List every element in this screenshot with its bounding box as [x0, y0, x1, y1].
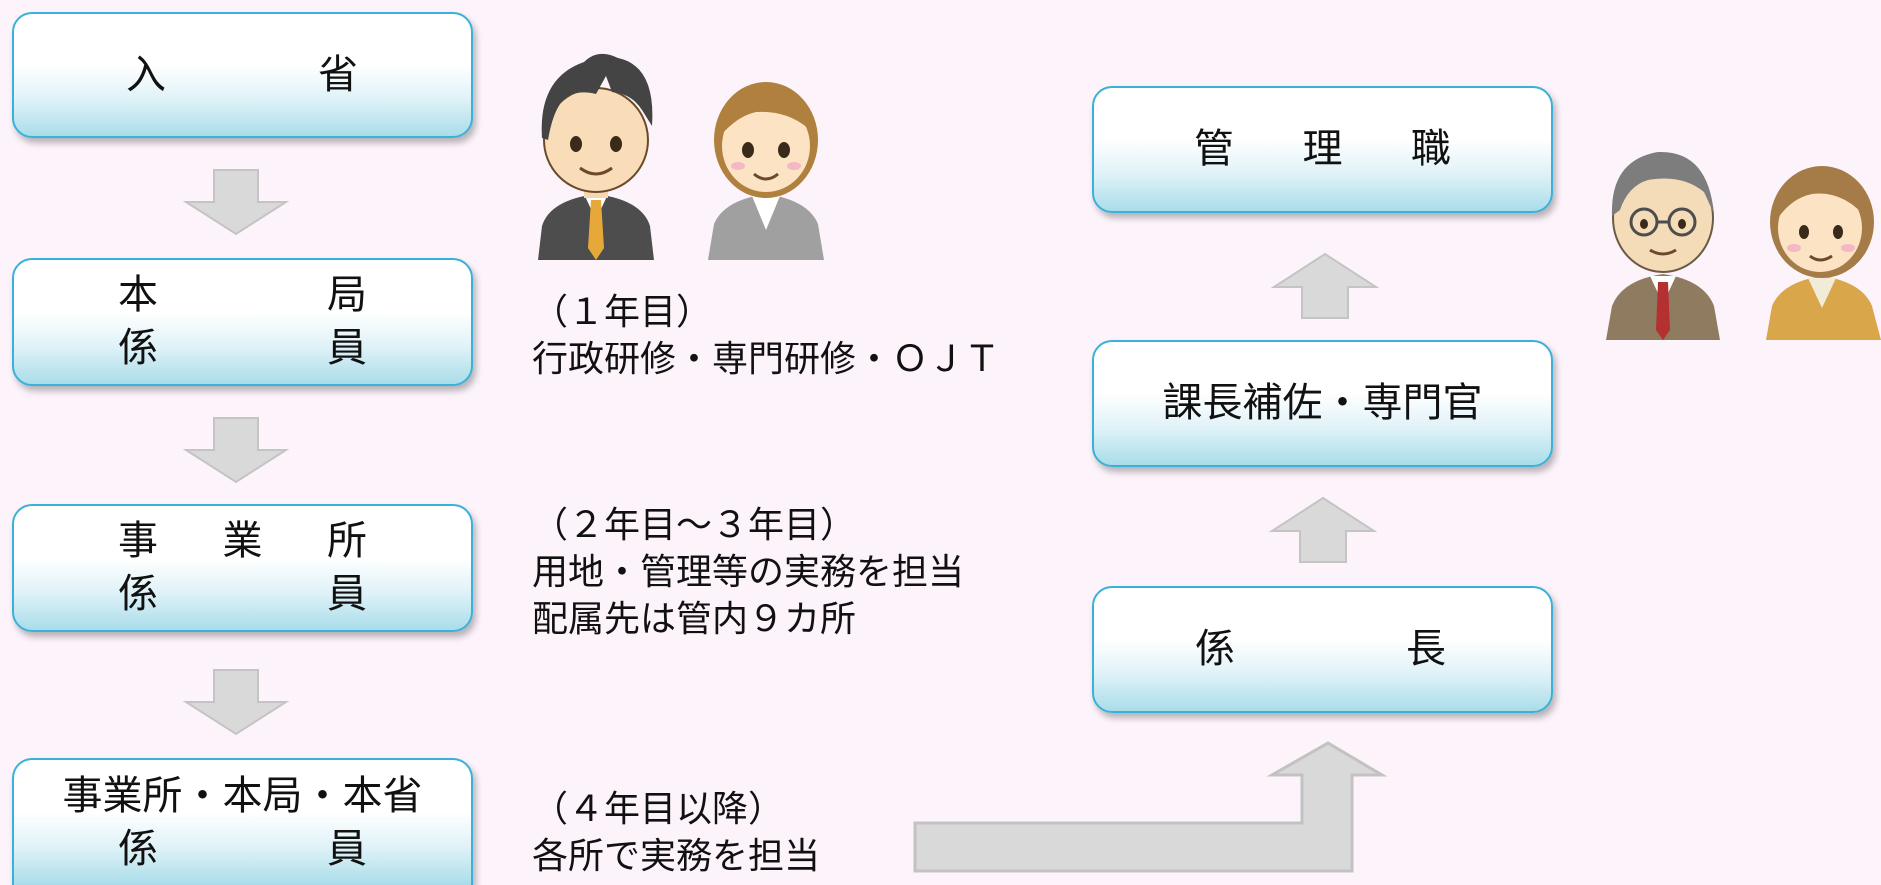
- office-char-1: 事: [118, 518, 158, 565]
- year1-period: （１年目）: [532, 292, 713, 333]
- up-arrow-icon: [1268, 496, 1378, 563]
- year4-detail: 各所で実務を担当: [532, 836, 821, 877]
- staff-char-2: 員: [327, 571, 367, 617]
- manager-char-1: 管: [1194, 126, 1234, 173]
- deputy-box: 課長補佐・専門官: [1092, 340, 1553, 467]
- year1-detail: 行政研修・専門研修・ＯＪＴ: [532, 339, 1001, 380]
- bureau-char-1: 本: [118, 272, 158, 319]
- manager-char-3: 職: [1411, 126, 1451, 173]
- year4-period: （４年目以降）: [532, 789, 785, 830]
- down-arrow-icon: [182, 669, 290, 736]
- office-char-3: 所: [327, 518, 367, 565]
- entry-box: 入 省: [12, 12, 473, 138]
- staff-char-2: 員: [327, 825, 367, 872]
- young-woman-icon: [708, 82, 824, 260]
- year2-3-detail-1: 用地・管理等の実務を担当: [532, 552, 965, 593]
- chief-char-1: 係: [1195, 626, 1235, 673]
- down-arrow-icon: [182, 417, 290, 484]
- entry-char-1: 入: [126, 51, 166, 98]
- bureau-char-2: 局: [327, 272, 367, 319]
- staff-char-1: 係: [118, 825, 158, 872]
- year2-3-detail-2: 配属先は管内９カ所: [532, 599, 857, 640]
- office-char-2: 業: [222, 518, 263, 565]
- up-arrow-icon: [1270, 252, 1380, 319]
- entry-char-2: 省: [318, 51, 358, 98]
- all-offices-label: 事業所・本局・本省: [62, 772, 423, 819]
- chief-box: 係 長: [1092, 586, 1553, 713]
- year4-note: （４年目以降） 各所で実務を担当: [532, 787, 820, 881]
- manager-box: 管 理 職: [1092, 86, 1553, 213]
- all-offices-staff-box: 事業所・本局・本省 係 員: [12, 758, 473, 885]
- chief-char-2: 長: [1406, 626, 1446, 673]
- staff-char-2: 員: [327, 325, 367, 371]
- deputy-label: 課長補佐・専門官: [1162, 380, 1483, 427]
- year1-note: （１年目） 行政研修・専門研修・ＯＪＴ: [532, 290, 1000, 384]
- senior-man-icon: [1606, 151, 1720, 340]
- bureau-staff-box: 本 局 係 員: [12, 258, 473, 386]
- down-arrow-icon: [182, 169, 290, 236]
- year2-3-period: （２年目～３年目）: [532, 505, 857, 546]
- staff-char-1: 係: [118, 571, 158, 617]
- senior-woman-icon: [1766, 166, 1881, 340]
- elbow-arrow-icon: [913, 741, 1388, 873]
- year2-3-note: （２年目～３年目） 用地・管理等の実務を担当 配属先は管内９カ所: [532, 503, 964, 644]
- young-man-icon: [538, 53, 654, 260]
- office-staff-box: 事 業 所 係 員: [12, 504, 473, 632]
- manager-char-2: 理: [1302, 126, 1343, 173]
- staff-char-1: 係: [118, 325, 158, 371]
